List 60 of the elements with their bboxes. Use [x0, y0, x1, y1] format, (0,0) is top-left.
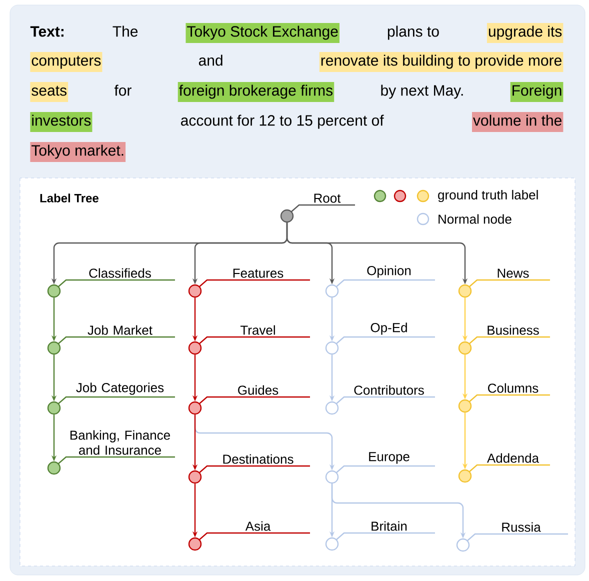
- tree-node: Europe: [325, 452, 435, 484]
- tree-node: Root: [280, 194, 355, 223]
- text-heading: Text:: [30, 26, 64, 37]
- highlighted-phrase: foreign brokerage firms: [178, 82, 334, 102]
- node-label: Travel: [240, 325, 275, 335]
- highlighted-phrase: volume in the: [472, 112, 564, 132]
- panel-title: Label Tree: [40, 194, 98, 202]
- highlighted-phrase: renovate its building to provide more: [319, 52, 564, 72]
- node-label: Job Market: [88, 325, 152, 335]
- node-label: Guides: [238, 385, 278, 395]
- node-label: Features: [233, 268, 284, 278]
- tree-node: Features: [188, 268, 310, 298]
- tree-node: Asia: [188, 521, 310, 551]
- tree-node: Columns: [458, 383, 550, 413]
- text: for: [114, 84, 132, 96]
- highlighted-phrase: investors: [30, 112, 92, 132]
- tree-node: Guides: [188, 385, 310, 415]
- node-label: Destinations: [223, 454, 294, 464]
- tree-node: Classifieds: [47, 268, 175, 298]
- node-label: News: [498, 268, 529, 278]
- highlighted-phrase: computers: [30, 52, 102, 72]
- text: and: [198, 54, 222, 66]
- node-label: Business: [488, 325, 539, 335]
- tree-node: Contributors: [325, 385, 435, 415]
- highlighted-phrase: upgrade its: [486, 23, 564, 43]
- node-label: Columns: [488, 383, 538, 393]
- tree-node: Job Market: [47, 325, 175, 355]
- node-label: Root: [314, 194, 341, 203]
- text: The: [112, 26, 138, 37]
- tree-node: Britain: [325, 521, 435, 551]
- text: by next May.: [381, 84, 463, 99]
- tree-node: Business: [458, 325, 550, 355]
- node-label: Russia: [502, 522, 541, 532]
- node-label: Britain: [372, 521, 407, 531]
- highlighted-phrase: seats: [30, 82, 68, 102]
- node-label: Contributors: [354, 385, 424, 395]
- text: plans to: [388, 26, 439, 40]
- text: account for 12 to 15 percent of: [181, 114, 384, 129]
- node-label: Asia: [245, 521, 271, 531]
- tree-node: Russia: [456, 522, 568, 552]
- tree-node: Op-Ed: [325, 322, 435, 355]
- node-label: Op-Ed: [370, 322, 407, 335]
- node-label: Classifieds: [89, 268, 151, 278]
- legend-text: Normal node: [438, 214, 512, 224]
- tree-node: Opinion: [325, 266, 435, 298]
- highlighted-phrase: Foreign: [510, 82, 564, 102]
- tree-node: News: [458, 268, 550, 298]
- tree-node: Destinations: [188, 454, 310, 484]
- tree-node: Banking, Finance and Insurance: [47, 430, 175, 475]
- legend-text: ground truth label: [438, 190, 538, 202]
- tree-node: Addenda: [458, 453, 550, 483]
- node-label: Opinion: [367, 266, 411, 278]
- highlighted-phrase: Tokyo market.: [30, 142, 126, 162]
- node-label: Banking, Finance and Insurance: [70, 430, 170, 455]
- tree-node: Travel: [188, 325, 310, 355]
- node-label: Job Categories: [76, 382, 164, 395]
- node-label: Addenda: [487, 453, 540, 463]
- highlighted-phrase: Tokyo Stock Exchange: [186, 23, 340, 43]
- tree-node: Job Categories: [47, 382, 175, 415]
- node-label: Europe: [369, 452, 410, 464]
